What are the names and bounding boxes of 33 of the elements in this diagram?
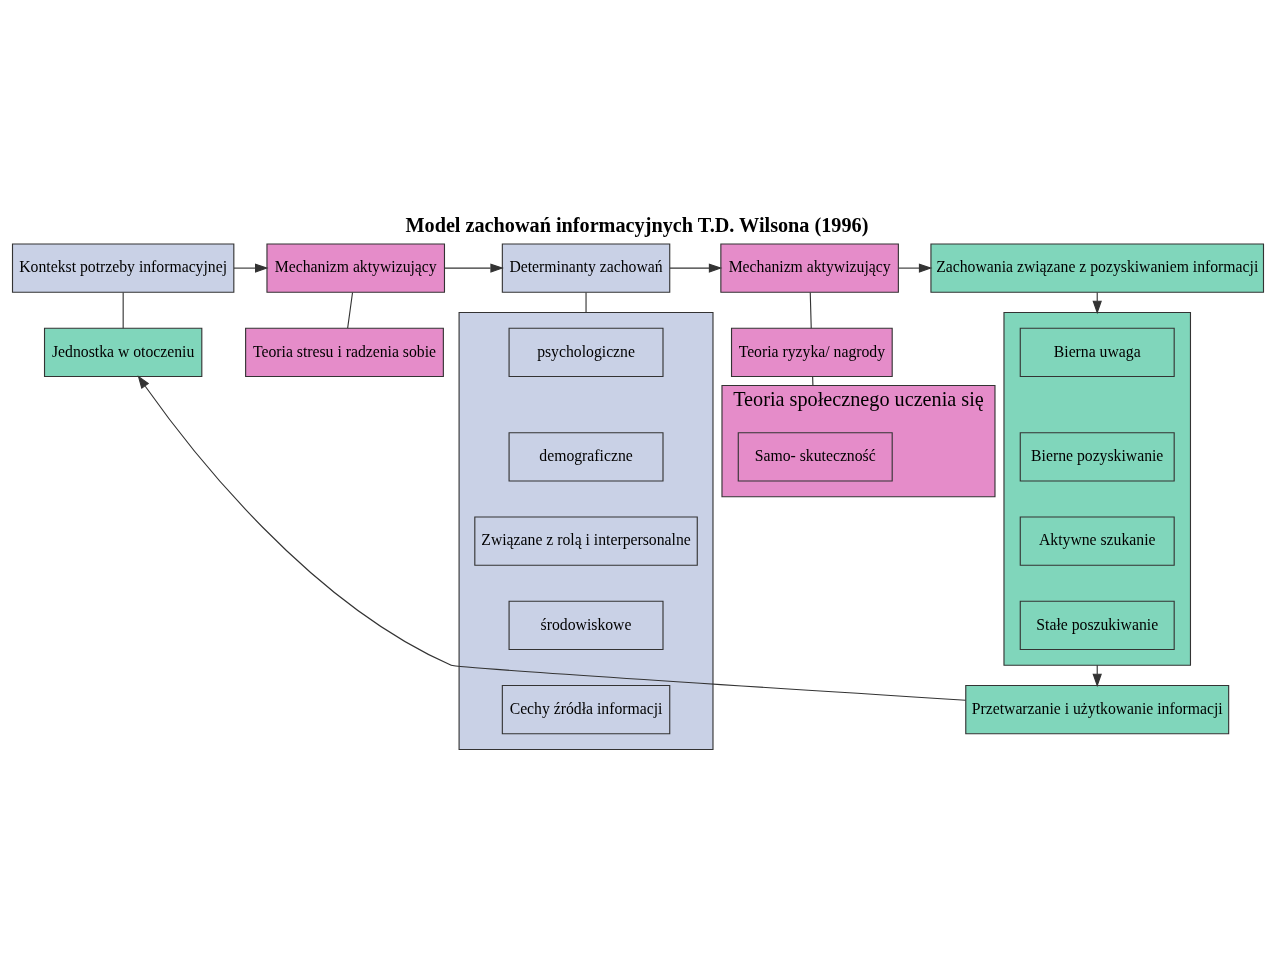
connector (812, 375, 814, 386)
node-box: Samo- skuteczność (737, 431, 893, 482)
cluster (1003, 311, 1192, 666)
node-box: Teoria stresu i radzenia sobie (245, 327, 444, 377)
node-box: Determinanty zachowań (501, 242, 671, 293)
cluster (458, 311, 714, 750)
node-box: środowiskowe (508, 600, 664, 650)
node-box: Mechanizm aktywizujący (266, 242, 446, 293)
node-box: Zachowania związane z pozyskiwaniem informacji (930, 242, 1265, 293)
diagram-title: Model zachowań informacyjnych T.D. Wilsona (1996) (405, 213, 869, 236)
node-box: Teoria ryzyka/ nagrody (730, 327, 893, 377)
node-box: Przetwarzanie i użytkowanie informacji (965, 684, 1230, 734)
arrow (444, 262, 504, 273)
connector (347, 291, 354, 329)
node-box: Stałe poszukiwanie (1019, 600, 1175, 650)
node-box: Związane z rolą i interpersonalne (474, 515, 698, 566)
connector (585, 291, 587, 313)
node-box: demograficzne (508, 431, 664, 482)
arrow (1092, 664, 1102, 687)
node-box: Aktywne szukanie (1019, 515, 1175, 566)
node-box: Mechanizm aktywizujący (720, 242, 899, 293)
node-box: psychologiczne (508, 327, 664, 377)
node-box: Bierne pozyskiwanie (1019, 431, 1175, 482)
node-box: Cechy źródła informacji (501, 684, 671, 734)
arrow (137, 374, 967, 701)
arrow (669, 262, 723, 273)
node-box: Jednostka w otoczeniu (43, 327, 203, 377)
arrow (898, 262, 933, 273)
connector (122, 291, 124, 329)
node-box: Bierna uwaga (1019, 327, 1175, 377)
node-box: Kontekst potrzeby informacyjnej (11, 242, 235, 293)
connector (809, 291, 812, 329)
arrow (233, 262, 269, 273)
